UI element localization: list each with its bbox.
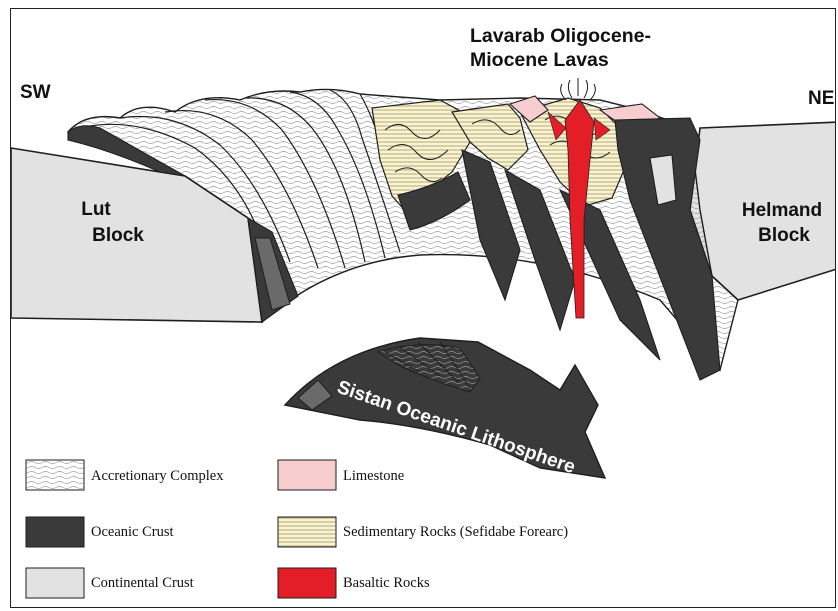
lut-label-line2: Block: [92, 225, 144, 246]
lava-label-line2: Miocene Lavas: [470, 49, 609, 71]
legend-swatch-basaltic: [278, 568, 336, 598]
eruption-icon: [561, 78, 596, 100]
sw-label: SW: [20, 82, 51, 103]
helmand-label-line1: Helmand: [742, 200, 822, 221]
legend-label-limestone: Limestone: [343, 468, 404, 484]
legend-swatch-oceanic: [26, 517, 84, 547]
lut-label-line1: Lut: [81, 199, 111, 220]
ne-label: NE: [808, 88, 834, 109]
helmand-label-line2: Block: [758, 225, 810, 246]
legend-swatch-limestone: [278, 460, 336, 490]
legend-swatch-accretionary: [26, 460, 84, 490]
lava-label-line1: Lavarab Oligocene-: [470, 25, 651, 47]
legend: Accretionary Complex Limestone Oceanic C…: [26, 460, 568, 598]
legend-label-sedimentary: Sedimentary Rocks (Sefidabe Forearc): [343, 524, 568, 540]
legend-label-accretionary: Accretionary Complex: [91, 468, 224, 484]
legend-label-oceanic: Oceanic Crust: [91, 524, 174, 540]
legend-label-continental: Continental Crust: [91, 575, 194, 591]
legend-label-basaltic: Basaltic Rocks: [343, 575, 430, 591]
legend-swatch-sedimentary: [278, 517, 336, 547]
legend-swatch-continental: [26, 568, 84, 598]
